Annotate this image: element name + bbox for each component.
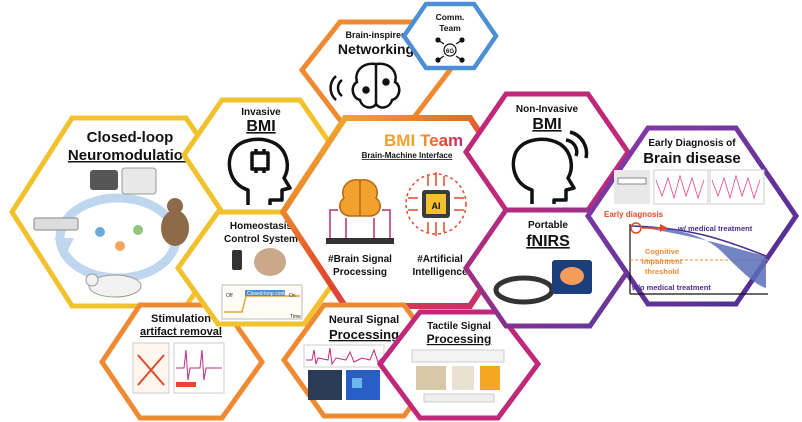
- network-brain-icon: [329, 62, 401, 109]
- homeostasis-loop-label: Closed-loop control: [247, 291, 290, 297]
- non-invasive-title-2: BMI: [532, 116, 561, 133]
- fnirs-title-1: Portable: [528, 220, 568, 231]
- diagnosis-threshold-3: threshold: [645, 267, 680, 276]
- bmi-team-title-part1: BMI: [384, 131, 415, 150]
- hex-fnirs: Portable fNIRS: [462, 207, 634, 329]
- diagnosis-title-2: Brain disease: [643, 150, 741, 167]
- stimulation-title-2: artifact removal: [140, 326, 222, 338]
- tactile-signal-title-1: Tactile Signal: [427, 321, 491, 332]
- homeostasis-title-1: Homeostasis: [230, 221, 293, 232]
- neural-signal-title-1: Neural Signal: [329, 314, 399, 326]
- ai-chip-label: AI: [432, 201, 441, 211]
- brain-signal-icon: [326, 179, 394, 244]
- stimulation-illustration: [132, 342, 225, 394]
- hex-diagnosis: Early Diagnosis of Brain disease Early d…: [584, 125, 800, 307]
- hex-tactile-signal: Tactile Signal Processing: [376, 309, 542, 421]
- network-6g-icon: [435, 37, 465, 63]
- tactile-illustration: [411, 349, 505, 403]
- comm-team-badge: 6G: [446, 49, 454, 55]
- invasive-bmi-title-1: Invasive: [241, 107, 281, 118]
- fnirs-device-illustration: [493, 260, 592, 305]
- diagnosis-threshold-2: impairment: [642, 257, 683, 266]
- bmi-team-tag1-line1: #Brain Signal: [328, 254, 392, 265]
- stimulation-title-1: Stimulation: [151, 313, 211, 325]
- bmi-team-tag2-line2: Intelligence: [412, 267, 467, 278]
- homeostasis-illustration: [221, 248, 303, 320]
- neural-signal-title-2: Processing: [329, 327, 399, 342]
- diagnosis-early-label: Early diagnosis: [604, 210, 664, 219]
- networking-title-2: Networking: [338, 41, 414, 57]
- head-wireless-icon: [511, 130, 589, 204]
- homeostasis-off-label: Off: [226, 293, 233, 299]
- closed-loop-title-2: Neuromodulation: [68, 147, 192, 164]
- hex-comm-team: Comm. Team 6G: [401, 1, 499, 71]
- comm-team-title-1: Comm.: [436, 12, 465, 22]
- diagnosis-with-label: w/ medical treatment: [677, 224, 753, 233]
- tactile-signal-title-2: Processing: [427, 332, 492, 346]
- bmi-team-subtitle: Brain-Machine Interface: [362, 151, 453, 160]
- non-invasive-title-1: Non-Invasive: [516, 104, 579, 115]
- homeostasis-on-label: On: [289, 293, 296, 299]
- hex-stimulation: Stimulation artifact removal: [98, 302, 266, 421]
- invasive-bmi-title-2: BMI: [246, 118, 275, 135]
- diagnosis-threshold-1: Cognitive: [645, 247, 679, 256]
- bmi-team-title-part2: Team: [420, 131, 463, 150]
- ai-chip-icon: [405, 172, 467, 236]
- homeostasis-time-label: Time: [290, 314, 301, 320]
- diagnosis-without-label: w/o medical treatment: [631, 283, 711, 292]
- diagnosis-eeg-illustration: [614, 169, 765, 205]
- diagnosis-title-1: Early Diagnosis of: [648, 138, 736, 149]
- bmi-team-tag1-line2: Processing: [333, 267, 387, 278]
- closed-loop-title-1: Closed-loop: [87, 129, 174, 146]
- closed-loop-cycle-illustration: [33, 167, 189, 298]
- homeostasis-title-2: Control System: [224, 234, 298, 245]
- bmi-team-tag2-line1: #Artificial: [417, 254, 463, 265]
- networking-title-1: Brain-inspired: [345, 30, 406, 40]
- neural-signal-plots: [303, 344, 385, 400]
- fnirs-title-2: fNIRS: [526, 233, 570, 250]
- comm-team-title-2: Team: [439, 23, 461, 33]
- diagnosis-curve-chart: [629, 222, 768, 295]
- head-chip-icon: [227, 137, 292, 205]
